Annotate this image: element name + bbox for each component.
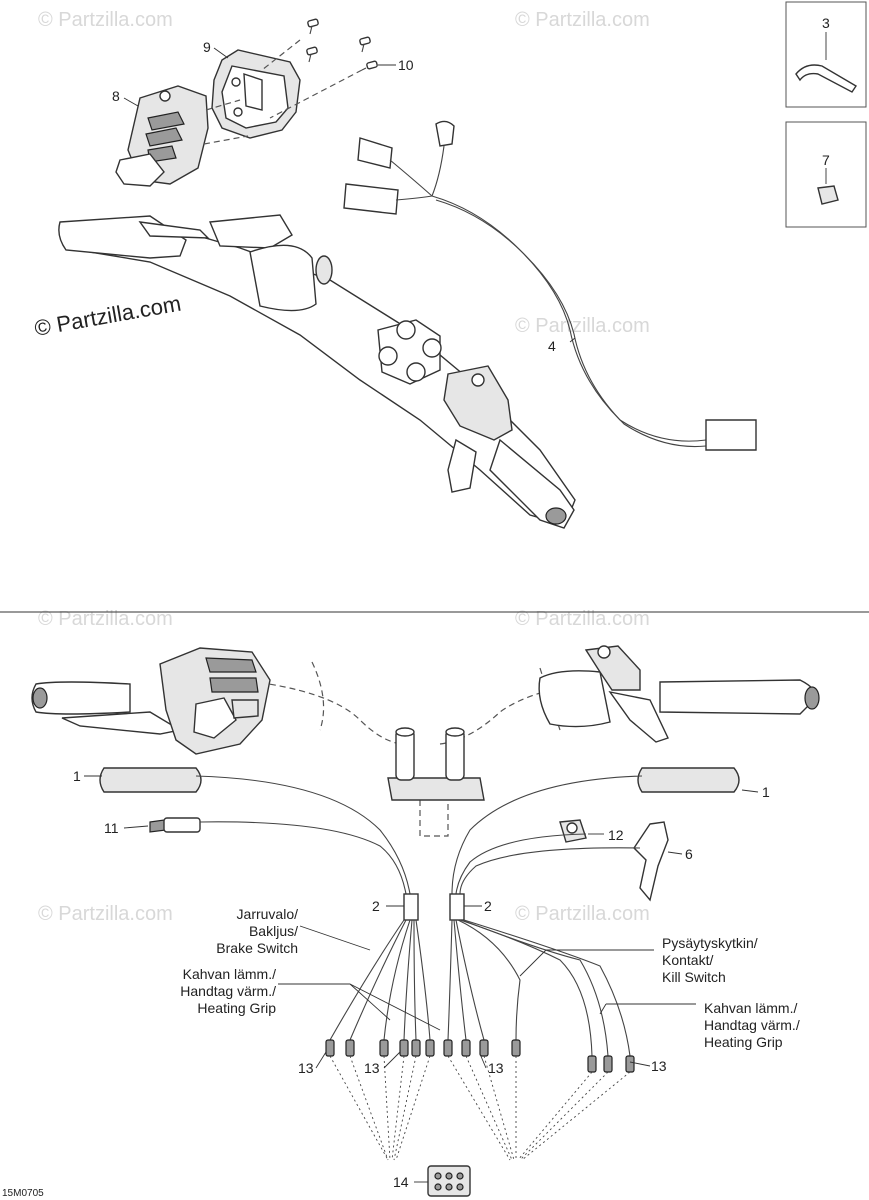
watermark: © Partzilla.com [38, 608, 173, 630]
watermark: © Partzilla.com [515, 903, 650, 925]
watermark: © Partzilla.com [38, 9, 173, 31]
center-clamp [387, 727, 485, 801]
parts-12-and-6 [559, 819, 683, 902]
cable-tie [795, 64, 857, 93]
svg-text:Pysäytyskytkin/: Pysäytyskytkin/ [662, 935, 758, 951]
harness-wires-bottom [195, 775, 643, 1161]
boxed-parts [785, 1, 867, 228]
screws [261, 18, 378, 119]
callout-8: 8 [112, 88, 120, 104]
harness-top [343, 120, 757, 451]
right-grip-bottom [538, 645, 820, 743]
callout-13: 13 [364, 1060, 380, 1076]
watermark: © Partzilla.com [38, 903, 173, 925]
callout-13: 13 [488, 1060, 504, 1076]
left-grip-bottom [31, 647, 271, 755]
callout-13: 13 [651, 1058, 667, 1074]
svg-text:Kahvan lämm./: Kahvan lämm./ [183, 966, 276, 982]
label-heating-grip-left: Kahvan lämm./ Handtag värm./ Heating Gri… [180, 966, 276, 1016]
connector-14 [414, 1165, 471, 1197]
watermark-main: © Partzilla.com [33, 291, 183, 341]
left-switch-assembly [115, 85, 249, 187]
harness-sleeve-left [403, 893, 419, 921]
watermark: © Partzilla.com [515, 608, 650, 630]
label-kill-switch: Pysäytyskytkin/ Kontakt/ Kill Switch [662, 935, 758, 985]
watermark: © Partzilla.com [515, 9, 650, 31]
callout-7: 7 [822, 152, 830, 168]
watermark: © Partzilla.com [515, 315, 650, 337]
clip [817, 185, 839, 205]
callout-3: 3 [822, 15, 830, 31]
svg-text:Heating Grip: Heating Grip [197, 1000, 276, 1016]
svg-text:Brake Switch: Brake Switch [216, 940, 298, 956]
top-exploded-view: 9 10 8 3 7 4 [58, 1, 867, 529]
svg-text:Heating Grip: Heating Grip [704, 1034, 783, 1050]
callout-2-left: 2 [372, 898, 380, 914]
callout-10: 10 [398, 57, 414, 73]
switch-housing-cover [211, 47, 301, 139]
callout-9: 9 [203, 39, 211, 55]
bottom-assembly-view: 1 1 11 12 6 2 2 13 13 13 13 14 15M0705 J… [2, 645, 820, 1199]
heating-grip-elements [84, 767, 759, 793]
label-brake-switch: Jarruvalo/ Bakljus/ Brake Switch [216, 906, 298, 956]
callout-14: 14 [393, 1174, 409, 1190]
callout-6: 6 [685, 846, 693, 862]
callout-1-right: 1 [762, 784, 770, 800]
callout-1-left: 1 [73, 768, 81, 784]
svg-text:Kill Switch: Kill Switch [662, 969, 726, 985]
callout-2-right: 2 [484, 898, 492, 914]
callout-12: 12 [608, 827, 624, 843]
callout-13: 13 [298, 1060, 314, 1076]
svg-text:Bakljus/: Bakljus/ [249, 923, 298, 939]
figure-code: 15M0705 [2, 1188, 44, 1199]
label-heating-grip-right: Kahvan lämm./ Handtag värm./ Heating Gri… [704, 1000, 800, 1050]
harness-sleeve-right [449, 893, 465, 921]
callout-4: 4 [548, 338, 556, 354]
svg-text:Handtag värm./: Handtag värm./ [180, 983, 276, 999]
svg-text:Jarruvalo/: Jarruvalo/ [237, 906, 299, 922]
svg-text:Kontakt/: Kontakt/ [662, 952, 713, 968]
svg-text:Kahvan lämm./: Kahvan lämm./ [704, 1000, 797, 1016]
handlebar-top [58, 214, 576, 529]
callout-11: 11 [104, 820, 119, 836]
svg-text:Handtag värm./: Handtag värm./ [704, 1017, 800, 1033]
connector-11 [123, 817, 201, 833]
